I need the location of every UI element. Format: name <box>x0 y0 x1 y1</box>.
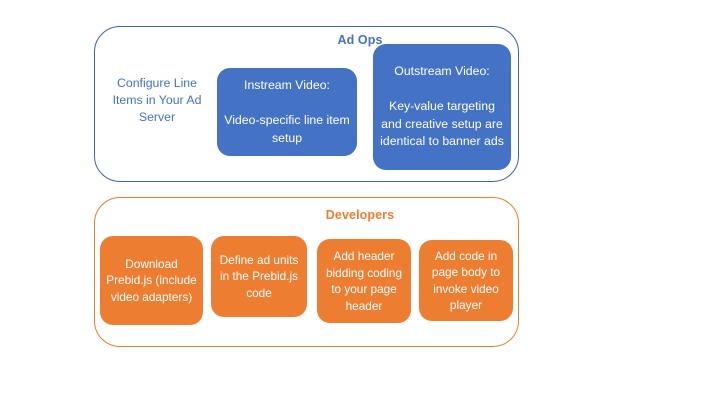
node-header-bidding-code[interactable]: Add header bidding coding to your page h… <box>317 239 411 323</box>
node-define-ad-units[interactable]: Define ad units in the Prebid.js code <box>211 236 307 317</box>
node-header-bidding-code-label: Add header bidding coding to your page h… <box>325 249 403 313</box>
node-invoke-video-player[interactable]: Add code in page body to invoke video pl… <box>419 240 513 321</box>
node-outstream-video-label: Outstream Video: Key-value targeting and… <box>380 64 504 149</box>
node-download-prebid-label: Download Prebid.js (include video adapte… <box>106 256 197 304</box>
group-title-developers: Developers <box>325 208 395 222</box>
node-instream-video[interactable]: Instream Video: Video-specific line item… <box>217 68 357 156</box>
node-define-ad-units-label: Define ad units in the Prebid.js code <box>219 252 299 300</box>
node-configure-line-items: Configure Line Items in Your Ad Server <box>102 64 212 136</box>
node-configure-line-items-label: Configure Line Items in Your Ad Server <box>112 75 202 124</box>
group-title-ad-ops: Ad Ops <box>337 33 383 47</box>
node-instream-video-label: Instream Video: Video-specific line item… <box>224 78 350 145</box>
node-outstream-video[interactable]: Outstream Video: Key-value targeting and… <box>373 44 511 170</box>
node-invoke-video-player-label: Add code in page body to invoke video pl… <box>431 248 501 313</box>
node-download-prebid[interactable]: Download Prebid.js (include video adapte… <box>100 236 203 325</box>
